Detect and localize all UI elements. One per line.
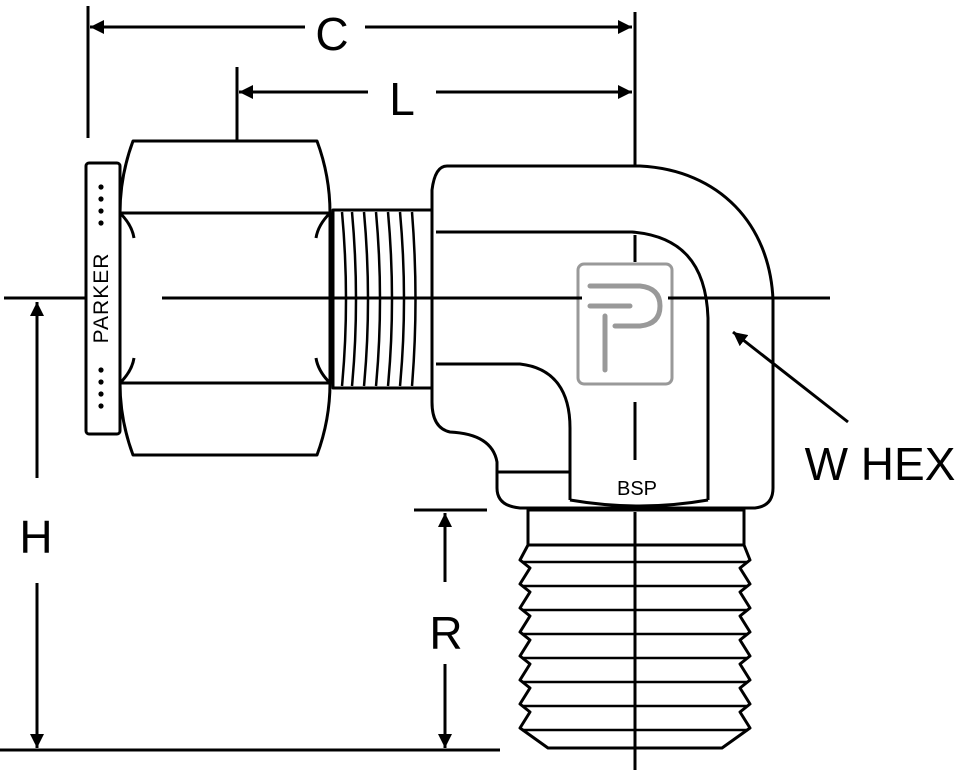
w-hex-label: W HEX [805, 438, 956, 490]
sleeve-dots [98, 184, 104, 409]
w-hex-leader [732, 330, 849, 424]
parker-sleeve-text: PARKER [90, 253, 113, 344]
elbow-inner-lower [436, 362, 572, 500]
dimension-lines [0, 6, 637, 752]
nut-facet-upper [118, 211, 332, 239]
nut-facet-lower [118, 357, 332, 385]
elbow-inner-line [436, 230, 710, 500]
dimension-label-l: L [389, 73, 415, 125]
center-lines [4, 235, 830, 770]
bsp-label: BSP [617, 478, 657, 500]
dimension-label-r: R [429, 607, 462, 659]
dimension-label-c: C [315, 8, 348, 60]
body-hex-bottom-curve [569, 498, 709, 508]
parker-logo-icon [587, 283, 663, 373]
dimension-label-h: H [19, 511, 52, 563]
